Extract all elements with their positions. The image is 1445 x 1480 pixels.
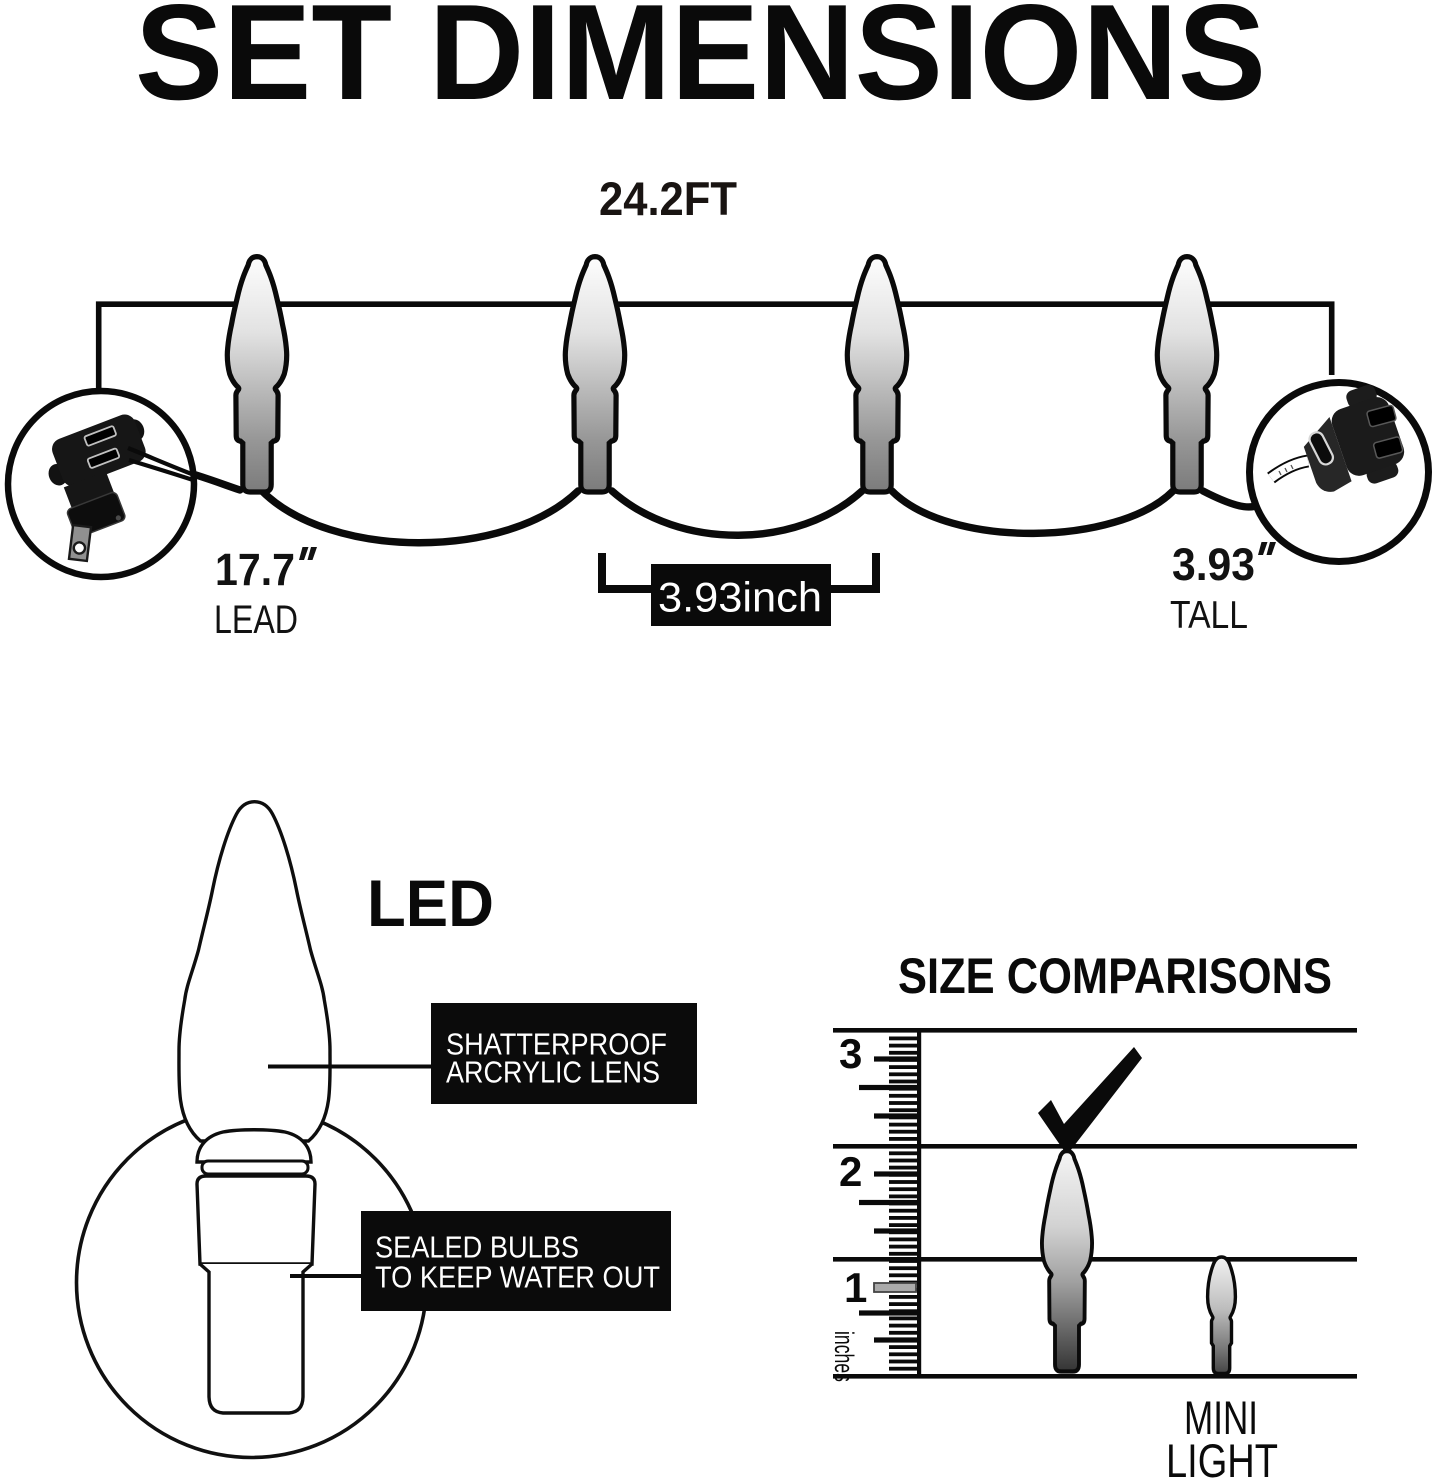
svg-text:3.93inch: 3.93inch	[658, 574, 822, 621]
svg-text:MINI: MINI	[1184, 1392, 1258, 1445]
svg-text:SHATTERPROOF: SHATTERPROOF	[446, 1028, 667, 1062]
svg-text:SET DIMENSIONS: SET DIMENSIONS	[135, 0, 1266, 128]
svg-text:3.93: 3.93	[1172, 539, 1255, 590]
svg-text:SIZE COMPARISONS: SIZE COMPARISONS	[898, 948, 1332, 1004]
svg-text:TO KEEP WATER OUT: TO KEEP WATER OUT	[375, 1261, 660, 1295]
svg-text:1: 1	[844, 1264, 867, 1311]
svg-text:ARCRYLIC LENS: ARCRYLIC LENS	[446, 1056, 660, 1090]
svg-text:LIGHT: LIGHT	[1166, 1435, 1278, 1480]
svg-text:24.2FT: 24.2FT	[599, 173, 737, 226]
svg-text:2: 2	[839, 1148, 862, 1195]
svg-text:TALL: TALL	[1170, 594, 1248, 637]
svg-text:LED: LED	[367, 866, 494, 940]
svg-text:3: 3	[839, 1030, 862, 1077]
svg-text:LEAD: LEAD	[214, 598, 298, 642]
svg-text:17.7: 17.7	[215, 544, 295, 595]
svg-text:inches: inches	[829, 1331, 859, 1382]
svg-text:SEALED BULBS: SEALED BULBS	[375, 1231, 579, 1265]
